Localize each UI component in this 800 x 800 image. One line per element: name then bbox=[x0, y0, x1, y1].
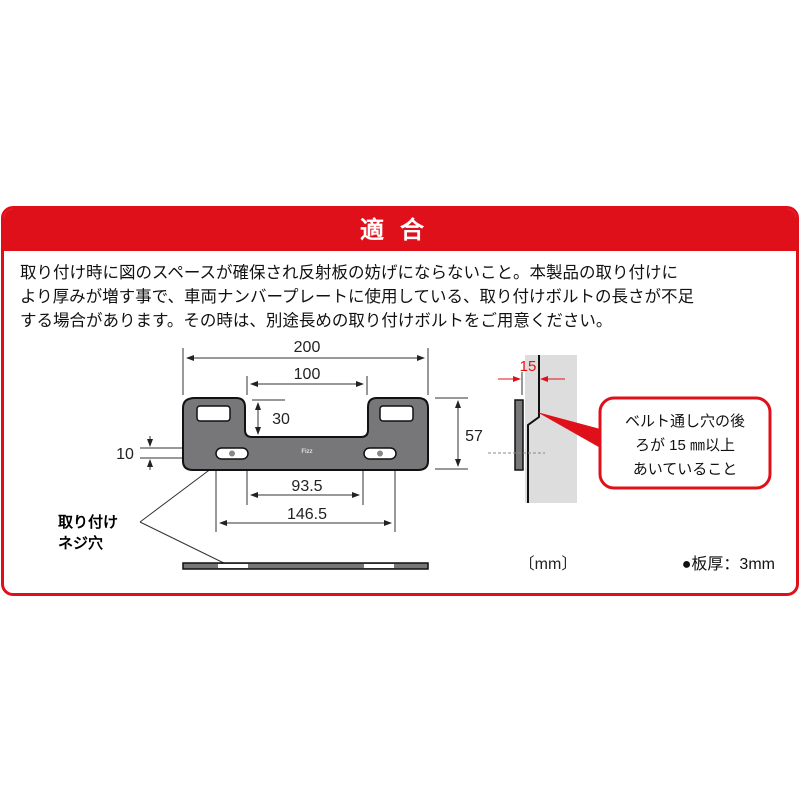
dim-57: 57 bbox=[465, 428, 483, 445]
dim-100: 100 bbox=[294, 366, 321, 383]
panel-title: 適合 bbox=[4, 209, 796, 251]
dim-15: 15 bbox=[520, 358, 537, 375]
dim-146-5: 146.5 bbox=[287, 506, 327, 523]
unit-label: 〔mm〕 bbox=[519, 555, 578, 573]
callout-line: あいていること bbox=[633, 461, 738, 478]
belt-slot-right bbox=[379, 405, 414, 422]
dim-93-5: 93.5 bbox=[291, 478, 322, 495]
brand-logo: Fizz bbox=[301, 449, 312, 455]
dim-30: 30 bbox=[272, 411, 290, 428]
thickness-label: ●板厚：3mm bbox=[682, 555, 775, 573]
callout-bubble: ベルト通し穴の後 ろが 15 ㎜以上 あいていること bbox=[537, 396, 772, 490]
side-view-plate bbox=[182, 562, 429, 570]
callout-line: ろが 15 ㎜以上 bbox=[635, 437, 735, 454]
compatibility-panel: 適合 取り付け時に図のスペースが確保され反射板の妨げにならないこと。本製品の取り… bbox=[1, 206, 799, 596]
description-line: より厚みが増す事で、車両ナンバープレートに使用している、取り付けボルトの長さが不… bbox=[20, 287, 695, 306]
callout-line: ベルト通し穴の後 bbox=[625, 413, 745, 430]
description-line: する場合があります。その時は、別途長めの取り付けボルトをご用意ください。 bbox=[20, 311, 613, 330]
description-line: 取り付け時に図のスペースが確保され反射板の妨げにならないこと。本製品の取り付けに bbox=[20, 263, 679, 282]
dim-200: 200 bbox=[294, 339, 321, 356]
screw-hole-label: ネジ穴 bbox=[58, 534, 103, 552]
description: 取り付け時に図のスペースが確保され反射板の妨げにならないこと。本製品の取り付けに… bbox=[20, 261, 785, 333]
dim-10: 10 bbox=[116, 446, 134, 463]
belt-slot-left bbox=[196, 405, 231, 422]
side-section-view: 15 bbox=[488, 355, 577, 503]
screw-hole-label: 取り付け bbox=[58, 513, 118, 531]
